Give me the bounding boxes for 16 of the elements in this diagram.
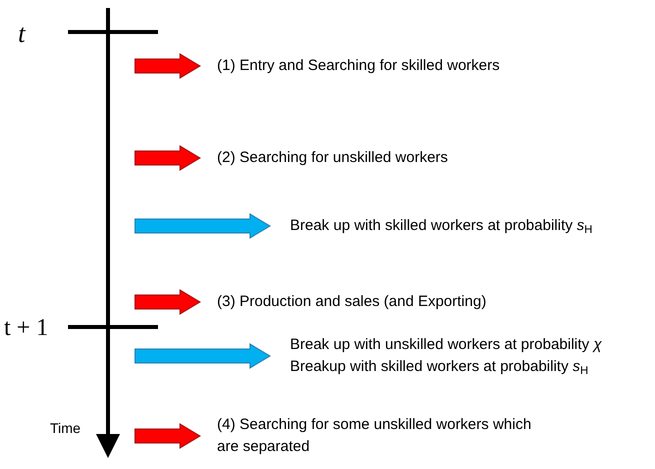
block-arrow [134, 53, 201, 79]
axis-label: Time [50, 419, 81, 438]
step-text: Break up with skilled workers at probability s$_{H}$ [290, 216, 594, 237]
axis-label: t [18, 18, 26, 50]
block-arrow [134, 213, 271, 239]
step-text: (3) Production and sales (and Exporting) [217, 292, 488, 312]
axis-label: t + 1 [4, 314, 48, 343]
step-text: (2) Searching for unskilled workers [217, 148, 449, 168]
step-text: Break up with unskilled workers at probability χ [290, 335, 603, 355]
block-arrow [134, 289, 201, 315]
block-arrow [134, 145, 201, 171]
step-text: (1) Entry and Searching for skilled workers [217, 56, 501, 76]
block-arrow [134, 423, 201, 449]
block-arrow [134, 343, 271, 369]
step-text: (4) Searching for some unskilled workers which are separated [217, 415, 532, 457]
step-text: Breakup with skilled workers at probability s$_{H}$ [290, 357, 590, 378]
